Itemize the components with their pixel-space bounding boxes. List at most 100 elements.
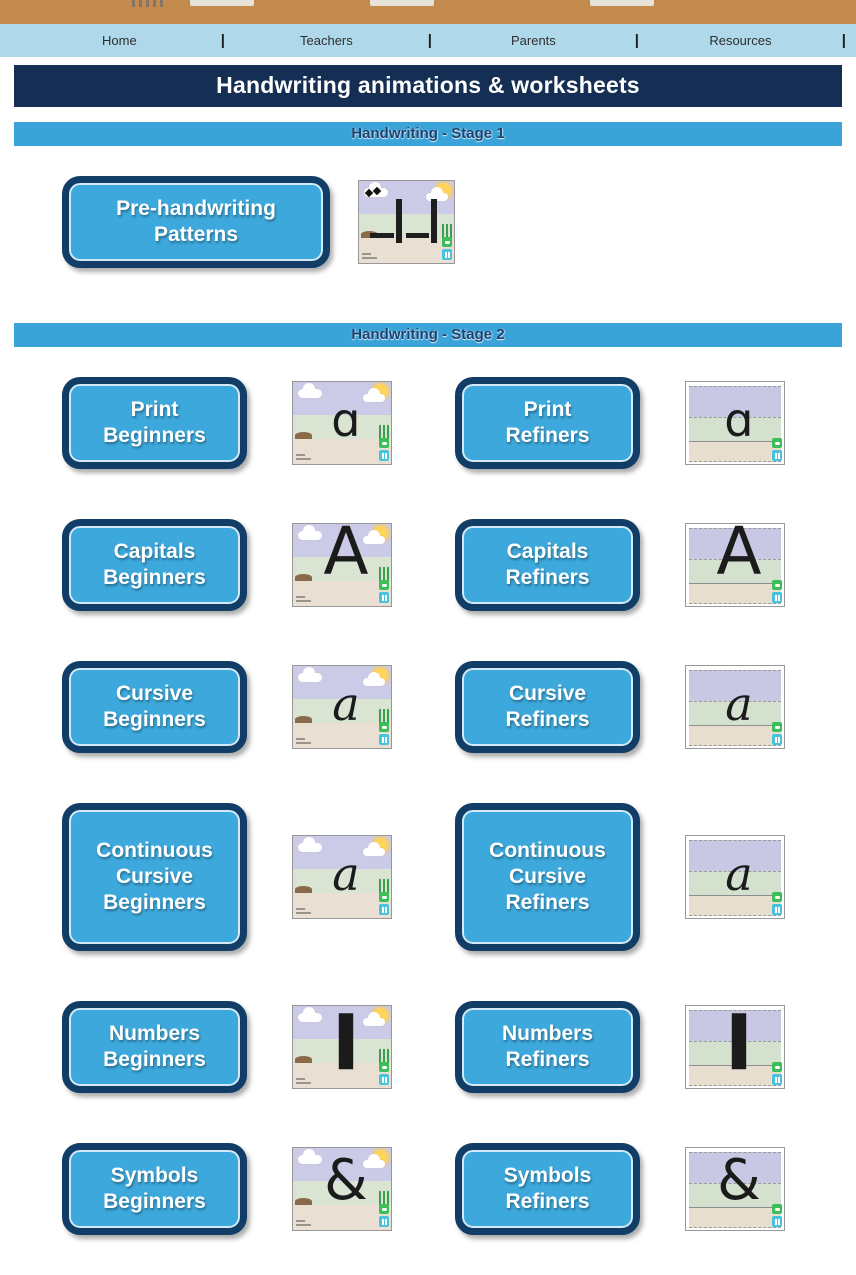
button-label-line: Beginners: [103, 566, 206, 589]
button-label-line: Beginners: [103, 708, 206, 731]
numbers-beginners-thumbnail[interactable]: |: [292, 1005, 392, 1089]
molehill-icon: [295, 716, 312, 724]
caption-text: [296, 736, 311, 744]
play-button-icon: [772, 438, 782, 448]
capitals-beginners-thumbnail[interactable]: A: [292, 523, 392, 607]
nav-item-home[interactable]: Home: [102, 33, 137, 48]
play-button-icon: [379, 438, 389, 448]
letter-glyph: A: [716, 523, 762, 590]
ground-band: [689, 1064, 781, 1086]
button-label-line: Refiners: [505, 1190, 590, 1213]
molehill-icon: [295, 886, 312, 894]
grass-band: [689, 701, 781, 726]
print-refiners-thumbnail[interactable]: ɑ: [685, 381, 785, 465]
continuous-cursive-beginners-thumbnail[interactable]: a: [292, 835, 392, 919]
grass-band: [689, 559, 781, 584]
chrome-remnant: [190, 0, 254, 6]
button-label-line: Refiners: [505, 708, 590, 731]
capitals-refiners-thumbnail[interactable]: A: [685, 523, 785, 607]
play-button-icon: [379, 722, 389, 732]
pause-button-icon: [772, 904, 782, 915]
plant-icon: [379, 424, 390, 440]
molehill-icon: [295, 1056, 312, 1064]
symbols-beginners-thumbnail[interactable]: &: [292, 1147, 392, 1231]
nav-item-resources[interactable]: Resources: [709, 33, 772, 48]
button-label-line: Capitals: [113, 539, 196, 563]
cloud-icon: [298, 1007, 322, 1022]
caption-text: [296, 1076, 311, 1084]
letter-glyph: |: [316, 1005, 376, 1070]
grass-band: [689, 1041, 781, 1066]
button-label-line: Beginners: [103, 1190, 206, 1213]
play-button-icon: [442, 237, 452, 247]
print-beginners-thumbnail[interactable]: ɑ: [292, 381, 392, 465]
button-label-line: Cursive: [508, 681, 587, 705]
cursive-refiners-thumbnail[interactable]: a: [685, 665, 785, 749]
symbols-refiners-thumbnail[interactable]: &: [685, 1147, 785, 1231]
caption-text: [296, 452, 311, 460]
molehill-icon: [361, 231, 378, 239]
pause-button-icon: [379, 450, 389, 461]
nav-item-teachers[interactable]: Teachers: [300, 33, 353, 48]
button-label-line: Pre-handwriting: [116, 196, 276, 220]
main-nav: Home|Teachers|Parents|Resources|: [0, 24, 856, 57]
continuous-cursive-refiners-thumbnail[interactable]: a: [685, 835, 785, 919]
nav-separator: |: [634, 32, 639, 49]
play-button-icon: [379, 1062, 389, 1072]
cloud-icon: [298, 837, 322, 852]
button-label-line: Cursive: [508, 864, 587, 888]
pause-button-icon: [772, 1216, 782, 1227]
plant-icon: [442, 223, 453, 239]
pattern-stroke: [370, 233, 395, 239]
grass-band: [689, 417, 781, 442]
numbers-refiners-thumbnail[interactable]: |: [685, 1005, 785, 1089]
caption-text: [296, 1218, 311, 1226]
button-label-line: Print: [130, 397, 179, 421]
cursive-beginners-thumbnail[interactable]: a: [292, 665, 392, 749]
pause-button-icon: [379, 734, 389, 745]
chrome-remnant: [370, 0, 434, 6]
button-label-line: Refiners: [505, 424, 590, 447]
cloud-icon: [363, 1154, 385, 1168]
letter-glyph: &: [324, 1147, 368, 1213]
nav-separator: |: [220, 32, 225, 49]
sky-band: [689, 670, 781, 703]
molehill-icon: [295, 432, 312, 440]
nav-item-parents[interactable]: Parents: [510, 33, 556, 48]
sky-band: [689, 840, 781, 873]
play-button-icon: [379, 580, 389, 590]
play-button-icon: [379, 892, 389, 902]
pause-button-icon: [379, 1216, 389, 1227]
pre-handwriting-patterns-thumbnail[interactable]: [358, 180, 455, 264]
cloud-icon: [363, 672, 385, 686]
pause-button-icon: [379, 904, 389, 915]
pause-button-icon: [379, 592, 389, 603]
pause-button-icon: [379, 1074, 389, 1085]
play-button-icon: [772, 1062, 782, 1072]
letter-glyph: ɑ: [724, 392, 754, 447]
sky-band: [689, 528, 781, 561]
